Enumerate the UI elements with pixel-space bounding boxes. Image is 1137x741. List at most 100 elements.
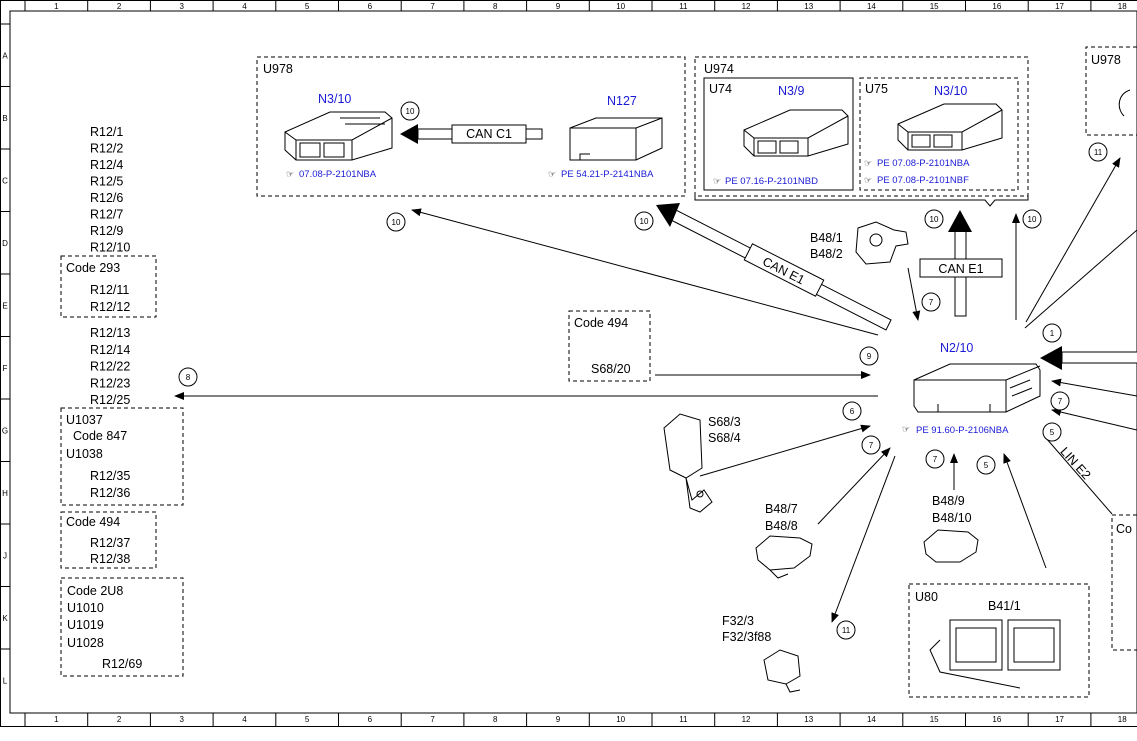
grid-column-label: 2	[117, 2, 122, 11]
marker-number: 10	[392, 218, 401, 227]
can-c1-label: CAN C1	[466, 127, 512, 141]
marker-number: 10	[930, 215, 939, 224]
grid-column-label: 2	[117, 715, 122, 724]
grid-column-label: 15	[930, 2, 939, 11]
marker-number: 1	[1050, 329, 1055, 338]
right-bus-arrow	[1040, 346, 1137, 370]
hand-ref-icon: ☞	[864, 158, 872, 168]
grid-column-label: 16	[992, 715, 1001, 724]
grid-column-label: 7	[430, 715, 435, 724]
grid-column-label: 11	[679, 715, 688, 724]
box-code-2u8-line: U1028	[67, 636, 104, 650]
central-module-n2-10: N2/10 ☞ PE 91.60-P-2106NBA	[902, 341, 1040, 436]
grid-row-label: L	[3, 676, 8, 685]
grid-column-label: 14	[867, 2, 876, 11]
list-item: R12/25	[90, 393, 130, 407]
b48-8-label: B48/8	[765, 519, 798, 533]
b48-2-label: B48/2	[810, 247, 843, 261]
link-from-b48-7	[818, 448, 890, 524]
link-right-1	[1025, 230, 1137, 328]
n3-10-u75-id: N3/10	[934, 84, 967, 98]
grid-column-label: 14	[867, 715, 876, 724]
n3-10-ref: 07.08-P-2101NBA	[299, 169, 377, 180]
grid-column-label: 10	[616, 715, 625, 724]
hand-ref-icon: ☞	[286, 169, 294, 179]
box-u1037-line: U1037	[66, 413, 103, 427]
grid-column-label: 13	[804, 2, 813, 11]
group-u978-label: U978	[263, 62, 293, 76]
list-item: R12/22	[90, 360, 130, 374]
grid-column-label: 3	[180, 715, 185, 724]
grid-row-label: F	[3, 364, 8, 373]
marker-number: 6	[850, 407, 855, 416]
list-item: R12/7	[90, 208, 123, 222]
marker-number: 10	[406, 107, 415, 116]
list-item: R12/37	[90, 536, 130, 550]
grid-row-label: C	[2, 176, 8, 185]
n3-10-u75-ref: PE 07.08-P-2101NBA	[877, 158, 970, 169]
n127-ref: PE 54.21-P-2141NBA	[561, 169, 654, 180]
list-item: R12/14	[90, 343, 130, 357]
box-code-2u8-line: U1010	[67, 601, 104, 615]
code-494-title: Code 494	[574, 316, 628, 330]
n3-9-id: N3/9	[778, 84, 804, 98]
grid-column-label: 8	[493, 2, 498, 11]
group-u74-label: U74	[709, 82, 732, 96]
right-edge-partial: U978 Co	[1086, 47, 1137, 650]
n3-10-u75-ecu-image	[898, 104, 1002, 150]
hand-ref-icon: ☞	[713, 176, 721, 186]
group-u974-label: U974	[704, 62, 734, 76]
u80-label: U80	[915, 590, 938, 604]
grid-row-label: H	[2, 489, 8, 498]
list-item: R12/35	[90, 469, 130, 483]
grid-column-label: 6	[368, 715, 373, 724]
can-e1-vertical-label: CAN E1	[938, 262, 983, 276]
list-item: R12/5	[90, 175, 123, 189]
grid-column-label: 5	[305, 715, 310, 724]
marker-number: 7	[869, 441, 874, 450]
box-code-494-left-title: Code 494	[66, 515, 120, 529]
group-u80: U80 B41/1	[909, 584, 1089, 697]
link-from-u80	[1004, 454, 1046, 568]
can-e1-diagonal-bus: CAN E1	[656, 203, 891, 330]
grid-column-label: 5	[305, 2, 310, 11]
link-to-f32	[832, 456, 895, 622]
grid-row-label: E	[2, 301, 7, 310]
n3-9-ref: PE 07.16-P-2101NBD	[725, 176, 818, 187]
hand-ref-icon: ☞	[864, 175, 872, 185]
n127-id: N127	[607, 94, 637, 108]
lin-e2-label: LIN E2	[1057, 444, 1093, 482]
list-item: R12/23	[90, 376, 130, 390]
grid-column-label: 13	[804, 715, 813, 724]
grid-column-label: 3	[180, 2, 185, 11]
grid-column-label: 10	[616, 2, 625, 11]
box-u1037-line: Code 847	[73, 429, 127, 443]
can-c1-link: CAN C1	[400, 124, 542, 144]
s68-3-label: S68/3	[708, 415, 741, 429]
list-item: R12/38	[90, 552, 130, 566]
f32-3-label: F32/3	[722, 614, 754, 628]
grid-column-label: 9	[556, 2, 561, 11]
n2-10-ref: PE 91.60-P-2106NBA	[916, 425, 1009, 436]
f32-fuse: F32/3 F32/3f88	[722, 614, 800, 692]
b48-10-label: B48/10	[932, 511, 972, 525]
grid-row-label: K	[2, 614, 8, 623]
grid-column-label: 18	[1118, 2, 1127, 11]
grid-column-label: 6	[368, 2, 373, 11]
grid-column-label: 4	[242, 715, 247, 724]
grid-row-label: B	[2, 114, 7, 123]
b48-1-sensor: B48/1 B48/2	[810, 222, 908, 264]
list-item: R12/13	[90, 326, 130, 340]
marker-number: 11	[1094, 148, 1103, 157]
link-to-right-u978	[1026, 158, 1120, 322]
hand-ref-icon: ☞	[548, 169, 556, 179]
group-u974: U974 U74 N3/9 ☞ PE 07.16-P-2101NBD U75 N…	[695, 57, 1028, 206]
s68-20-label: S68/20	[591, 362, 631, 376]
s68-3-buckle: S68/3 S68/4	[664, 414, 741, 512]
s68-4-label: S68/4	[708, 431, 741, 445]
right-co-label: Co	[1116, 522, 1132, 536]
marker-number: 7	[1058, 397, 1063, 406]
list-item: R12/11	[90, 283, 129, 297]
